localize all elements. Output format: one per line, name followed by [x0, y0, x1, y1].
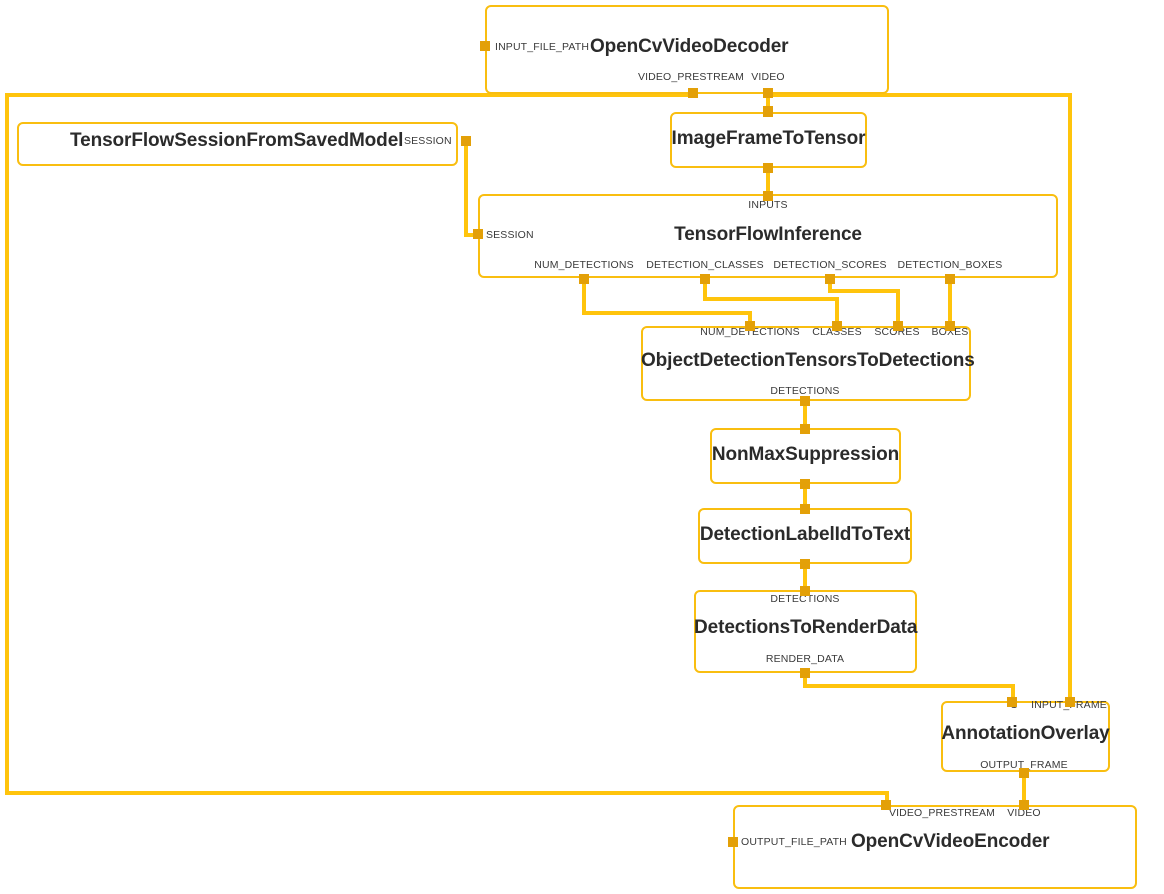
title-object-detection-tensors-to-detections: ObjectDetectionTensorsToDetections	[641, 350, 975, 371]
wire-prestream-top	[5, 93, 691, 97]
label-output-file-path: OUTPUT_FILE_PATH	[741, 836, 847, 848]
port-detections-out-odt[interactable]	[800, 396, 810, 406]
port-detection-scores-out[interactable]	[825, 274, 835, 284]
port-boxes-in[interactable]	[945, 321, 955, 331]
wire-numdet-h	[582, 311, 752, 315]
wire-video-right	[766, 93, 1072, 97]
wire-classes-h	[703, 297, 839, 301]
port-label-id-in[interactable]	[800, 504, 810, 514]
label-detection-boxes-out: DETECTION_BOXES	[897, 259, 1003, 271]
wire-numdet-v1	[582, 278, 586, 314]
label-detection-scores-out: DETECTION_SCORES	[773, 259, 887, 271]
wire-prestream-stub	[885, 791, 889, 805]
label-render-data-out: RENDER_DATA	[765, 653, 845, 665]
wire-nms-to-label	[803, 482, 807, 510]
wire-video-right-rail	[1068, 93, 1072, 705]
label-input-file-path: INPUT_FILE_PATH	[495, 41, 590, 53]
label-boxes-in: BOXES	[931, 326, 969, 338]
title-non-max-suppression: NonMaxSuppression	[711, 444, 900, 465]
label-classes-in: CLASSES	[812, 326, 862, 338]
wire-session-drop	[464, 141, 468, 235]
port-video-in[interactable]	[1019, 800, 1029, 810]
title-image-frame-to-tensor: ImageFrameToTensor	[671, 128, 866, 149]
wire-tensor-to-inference	[766, 168, 770, 204]
wire-label-to-render	[803, 562, 807, 592]
title-opencv-video-decoder: OpenCvVideoDecoder	[590, 36, 789, 57]
node-opencv-video-encoder[interactable]	[733, 805, 1137, 889]
title-detections-to-render-data: DetectionsToRenderData	[694, 617, 918, 638]
port-inputs-in[interactable]	[763, 191, 773, 201]
wire-prestream-left	[5, 93, 9, 793]
wire-scores-h	[828, 289, 900, 293]
port-session-in[interactable]	[473, 229, 483, 239]
wire-render-v2	[1011, 684, 1015, 702]
label-session-out: SESSION	[404, 135, 452, 147]
title-tensorflow-inference: TensorFlowInference	[674, 224, 862, 245]
port-video-prestream-out[interactable]	[688, 88, 698, 98]
port-num-detections-in[interactable]	[745, 321, 755, 331]
wire-session-in	[464, 233, 480, 237]
port-input-frame-in[interactable]	[1065, 697, 1075, 707]
port-output-file-path[interactable]	[728, 837, 738, 847]
port-session-out[interactable]	[461, 136, 471, 146]
title-detection-label-id-to-text: DetectionLabelIdToText	[699, 524, 911, 545]
wire-overlay-to-encoder	[1022, 772, 1026, 806]
label-inputs: INPUTS	[748, 199, 788, 211]
port-image-frame-out[interactable]	[763, 163, 773, 173]
label-output-frame: OUTPUT_FRAME	[980, 759, 1068, 771]
wire-boxes-v	[948, 278, 952, 326]
port-detection-boxes-out[interactable]	[945, 274, 955, 284]
label-video-out: VIDEO	[751, 71, 785, 83]
wire-det-to-nms	[803, 400, 807, 430]
wire-classes-v1	[703, 278, 707, 300]
title-tensorflow-session-from-saved-model: TensorFlowSessionFromSavedModel	[70, 130, 404, 151]
port-num-detections-out[interactable]	[579, 274, 589, 284]
label-video-prestream-out: VIDEO_PRESTREAM	[637, 71, 745, 83]
port-nms-in[interactable]	[800, 424, 810, 434]
port-nms-out[interactable]	[800, 479, 810, 489]
wire-classes-v2	[835, 297, 839, 326]
label-detection-classes-out: DETECTION_CLASSES	[646, 259, 764, 271]
title-opencv-video-encoder: OpenCvVideoEncoder	[851, 831, 1050, 852]
label-num-detections-out: NUM_DETECTIONS	[534, 259, 634, 271]
node-tensorflow-session-from-saved-model[interactable]	[17, 122, 458, 166]
wire-render-v1	[803, 672, 807, 688]
wire-scores-v1	[828, 278, 832, 292]
label-video-in: VIDEO	[1007, 807, 1041, 819]
wire-scores-v2	[896, 289, 900, 326]
label-detections-out-odt: DETECTIONS	[770, 385, 840, 397]
port-detections-in-render[interactable]	[800, 586, 810, 596]
port-input-file-path[interactable]	[480, 41, 490, 51]
port-scores-in[interactable]	[893, 321, 903, 331]
label-scores-in: SCORES	[874, 326, 920, 338]
port-video-out[interactable]	[763, 88, 773, 98]
wire-prestream-bottom	[5, 791, 889, 795]
wire-render-h	[803, 684, 1015, 688]
node-image-frame-to-tensor[interactable]	[670, 112, 867, 168]
label-session-in: SESSION	[486, 229, 534, 241]
port-render-data-out[interactable]	[800, 668, 810, 678]
port-detection-classes-out[interactable]	[700, 274, 710, 284]
port-label-id-out[interactable]	[800, 559, 810, 569]
port-classes-in[interactable]	[832, 321, 842, 331]
port-output-frame-out[interactable]	[1019, 768, 1029, 778]
wire-numdet-v2	[748, 311, 752, 326]
port-video-prestream-in[interactable]	[881, 800, 891, 810]
label-video-prestream-in: VIDEO_PRESTREAM	[888, 807, 996, 819]
title-annotation-overlay: AnnotationOverlay	[941, 723, 1110, 744]
port-image-frame-in[interactable]	[763, 107, 773, 117]
node-detections-to-render-data[interactable]	[694, 590, 917, 673]
label-detections-in-render: DETECTIONS	[770, 593, 840, 605]
label-num-detections-in: NUM_DETECTIONS	[700, 326, 800, 338]
node-opencv-video-decoder[interactable]	[485, 5, 889, 94]
port-overlay-index-in[interactable]	[1007, 697, 1017, 707]
